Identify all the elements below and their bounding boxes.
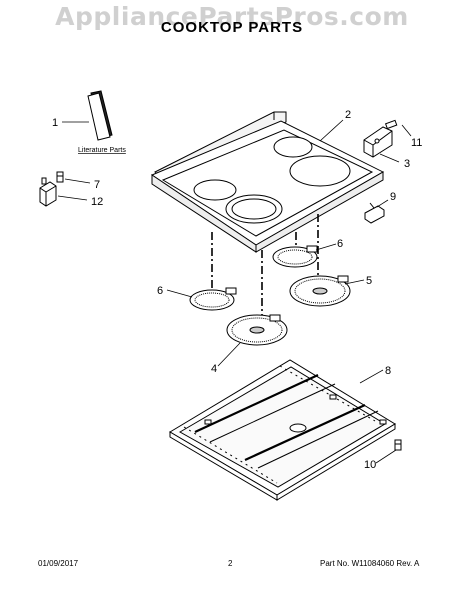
footer-part-number: Part No. W11084060 Rev. A (320, 559, 420, 568)
callout-2: 2 (345, 109, 351, 121)
footer-date: 01/09/2017 (38, 559, 79, 568)
cooktop-assembly (150, 111, 385, 253)
callout-3: 3 (404, 158, 410, 170)
callout-8: 8 (385, 365, 391, 377)
callout-9: 9 (390, 191, 396, 203)
literature-parts-label: Literature Parts (78, 147, 126, 154)
callout-1: 1 (52, 117, 58, 129)
clip-part (364, 202, 385, 224)
callout-7: 7 (94, 179, 100, 191)
callout-4: 4 (211, 363, 217, 375)
callout-10: 10 (364, 459, 376, 471)
callout-6-left: 6 (157, 285, 163, 297)
callout-5: 5 (366, 275, 372, 287)
surface-elements (189, 245, 351, 346)
left-screw-and-bracket (39, 171, 64, 207)
footer-page-number: 2 (228, 559, 233, 568)
callout-12: 12 (91, 196, 103, 208)
literature-booklet (87, 90, 113, 141)
bracket-and-screw (363, 119, 398, 158)
watermark: AppliancePartsPros.com (55, 2, 409, 31)
screw-part-10 (394, 439, 402, 451)
page-title: COOKTOP PARTS (160, 19, 304, 36)
callout-6-right: 6 (337, 238, 343, 250)
callout-11: 11 (411, 137, 422, 149)
burner-box-pan (169, 359, 396, 501)
